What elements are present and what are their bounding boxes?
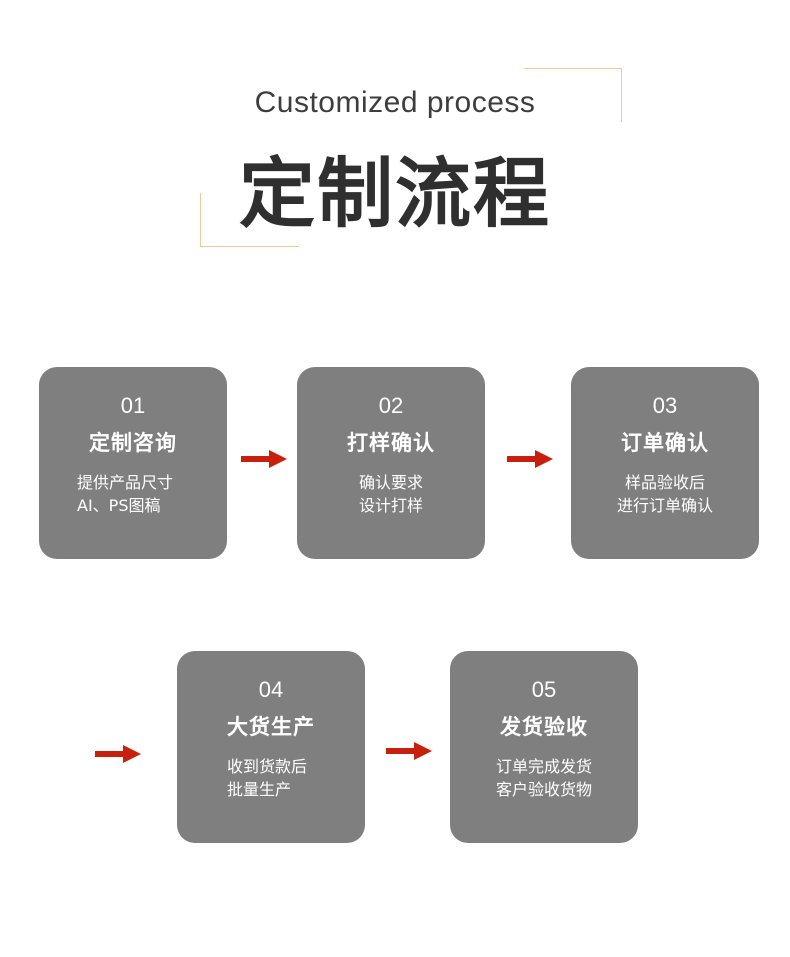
step-description: 确认要求 设计打样: [297, 471, 485, 517]
process-step-5: 05 发货验收 订单完成发货 客户验收货物: [450, 651, 638, 843]
step-number: 04: [258, 677, 284, 702]
process-step-1: 01 定制咨询 提供产品尺寸 AI、PS图稿: [39, 367, 227, 559]
step-number: 01: [120, 393, 146, 418]
step-description-line: 订单完成发货: [495, 757, 592, 776]
step-title: 订单确认: [621, 431, 709, 455]
step-number: 03: [652, 393, 678, 418]
arrow-right-icon: [507, 450, 553, 468]
process-step-2: 02 打样确认 确认要求 设计打样: [297, 367, 485, 559]
step-description: 样品验收后 进行订单确认: [571, 471, 759, 517]
arrow-right-icon: [241, 450, 287, 468]
arrow-right-icon: [386, 742, 432, 760]
process-step-3: 03 订单确认 样品验收后 进行订单确认: [571, 367, 759, 559]
process-step-4: 04 大货生产 收到货款后 批量生产: [177, 651, 365, 843]
step-description-line: 收到货款后: [227, 757, 308, 776]
step-number: 05: [531, 677, 557, 702]
step-title: 发货验收: [500, 715, 588, 739]
step-description-line: 批量生产: [227, 780, 292, 799]
header: Customized process 定制流程: [0, 0, 790, 260]
step-description: 提供产品尺寸 AI、PS图稿: [77, 471, 173, 517]
step-description-line: 设计打样: [358, 496, 423, 515]
decorative-bracket-bottom-left: [200, 193, 299, 247]
step-description: 收到货款后 批量生产: [227, 755, 307, 801]
step-description-line: 提供产品尺寸: [77, 473, 174, 492]
page-title: 定制流程: [239, 149, 551, 238]
arrow-right-icon: [95, 745, 141, 763]
step-description-line: 样品验收后: [624, 473, 705, 492]
subtitle-english: Customized process: [254, 86, 536, 119]
step-title: 打样确认: [347, 431, 435, 455]
step-description-line: 确认要求: [358, 473, 423, 492]
step-description: 订单完成发货 客户验收货物: [450, 755, 638, 801]
step-description-line: 客户验收货物: [495, 780, 592, 799]
step-title: 大货生产: [227, 715, 315, 739]
step-number: 02: [378, 393, 404, 418]
step-description-line: 进行订单确认: [616, 496, 713, 515]
step-title: 定制咨询: [89, 431, 177, 455]
step-description-line: AI、PS图稿: [77, 496, 161, 515]
decorative-bracket-top-right: [524, 68, 622, 122]
